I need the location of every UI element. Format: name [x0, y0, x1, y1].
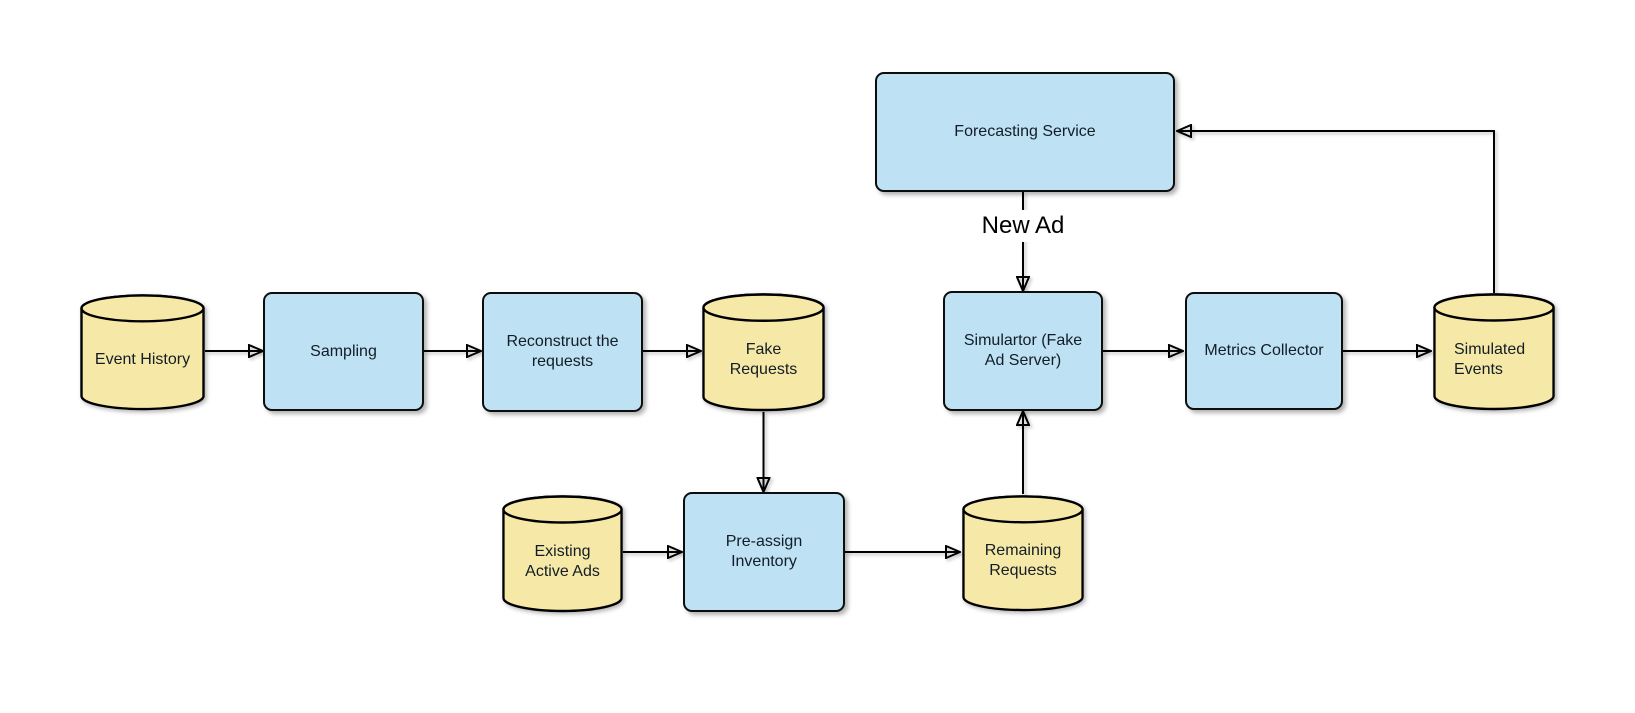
cylinder-shape — [502, 495, 623, 613]
node-label: Reconstruct the requests — [506, 333, 619, 370]
node-label: Existing Active Ads — [525, 542, 600, 580]
cylinder-shape — [962, 495, 1084, 612]
node-label: Pre-assign Inventory — [725, 533, 803, 570]
node-label: Remaining Requests — [984, 542, 1062, 579]
cylinder-shape — [1433, 293, 1555, 411]
edge-label-new-ad: New Ad — [975, 210, 1071, 242]
node-label: Fake Requests — [729, 341, 798, 378]
node-forecasting-service: Forecasting Service — [875, 72, 1175, 192]
node-remaining-requests: Remaining Requests — [962, 495, 1084, 612]
cylinder-shape — [702, 293, 825, 412]
node-metrics-collector: Metrics Collector — [1185, 292, 1343, 410]
cylinder-shape — [80, 294, 205, 411]
node-label: Metrics Collector — [1204, 342, 1324, 359]
node-existing-active-ads: Existing Active Ads — [502, 495, 623, 613]
edge-simulated-events-to-forecasting — [1179, 131, 1495, 293]
node-simulator: Simulartor (Fake Ad Server) — [943, 291, 1103, 411]
node-pre-assign-inventory: Pre-assign Inventory — [683, 492, 845, 612]
node-reconstruct-requests: Reconstruct the requests — [482, 292, 643, 412]
node-label: Forecasting Service — [954, 123, 1096, 140]
node-label: Simulated Events — [1454, 340, 1526, 378]
node-event-history: Event History — [80, 294, 205, 411]
node-label: Sampling — [310, 342, 377, 360]
node-simulated-events: Simulated Events — [1433, 293, 1555, 411]
node-sampling: Sampling — [263, 292, 424, 411]
node-fake-requests: Fake Requests — [702, 293, 825, 412]
node-label: Event History — [94, 351, 191, 368]
node-label: Simulartor (Fake Ad Server) — [963, 332, 1083, 369]
